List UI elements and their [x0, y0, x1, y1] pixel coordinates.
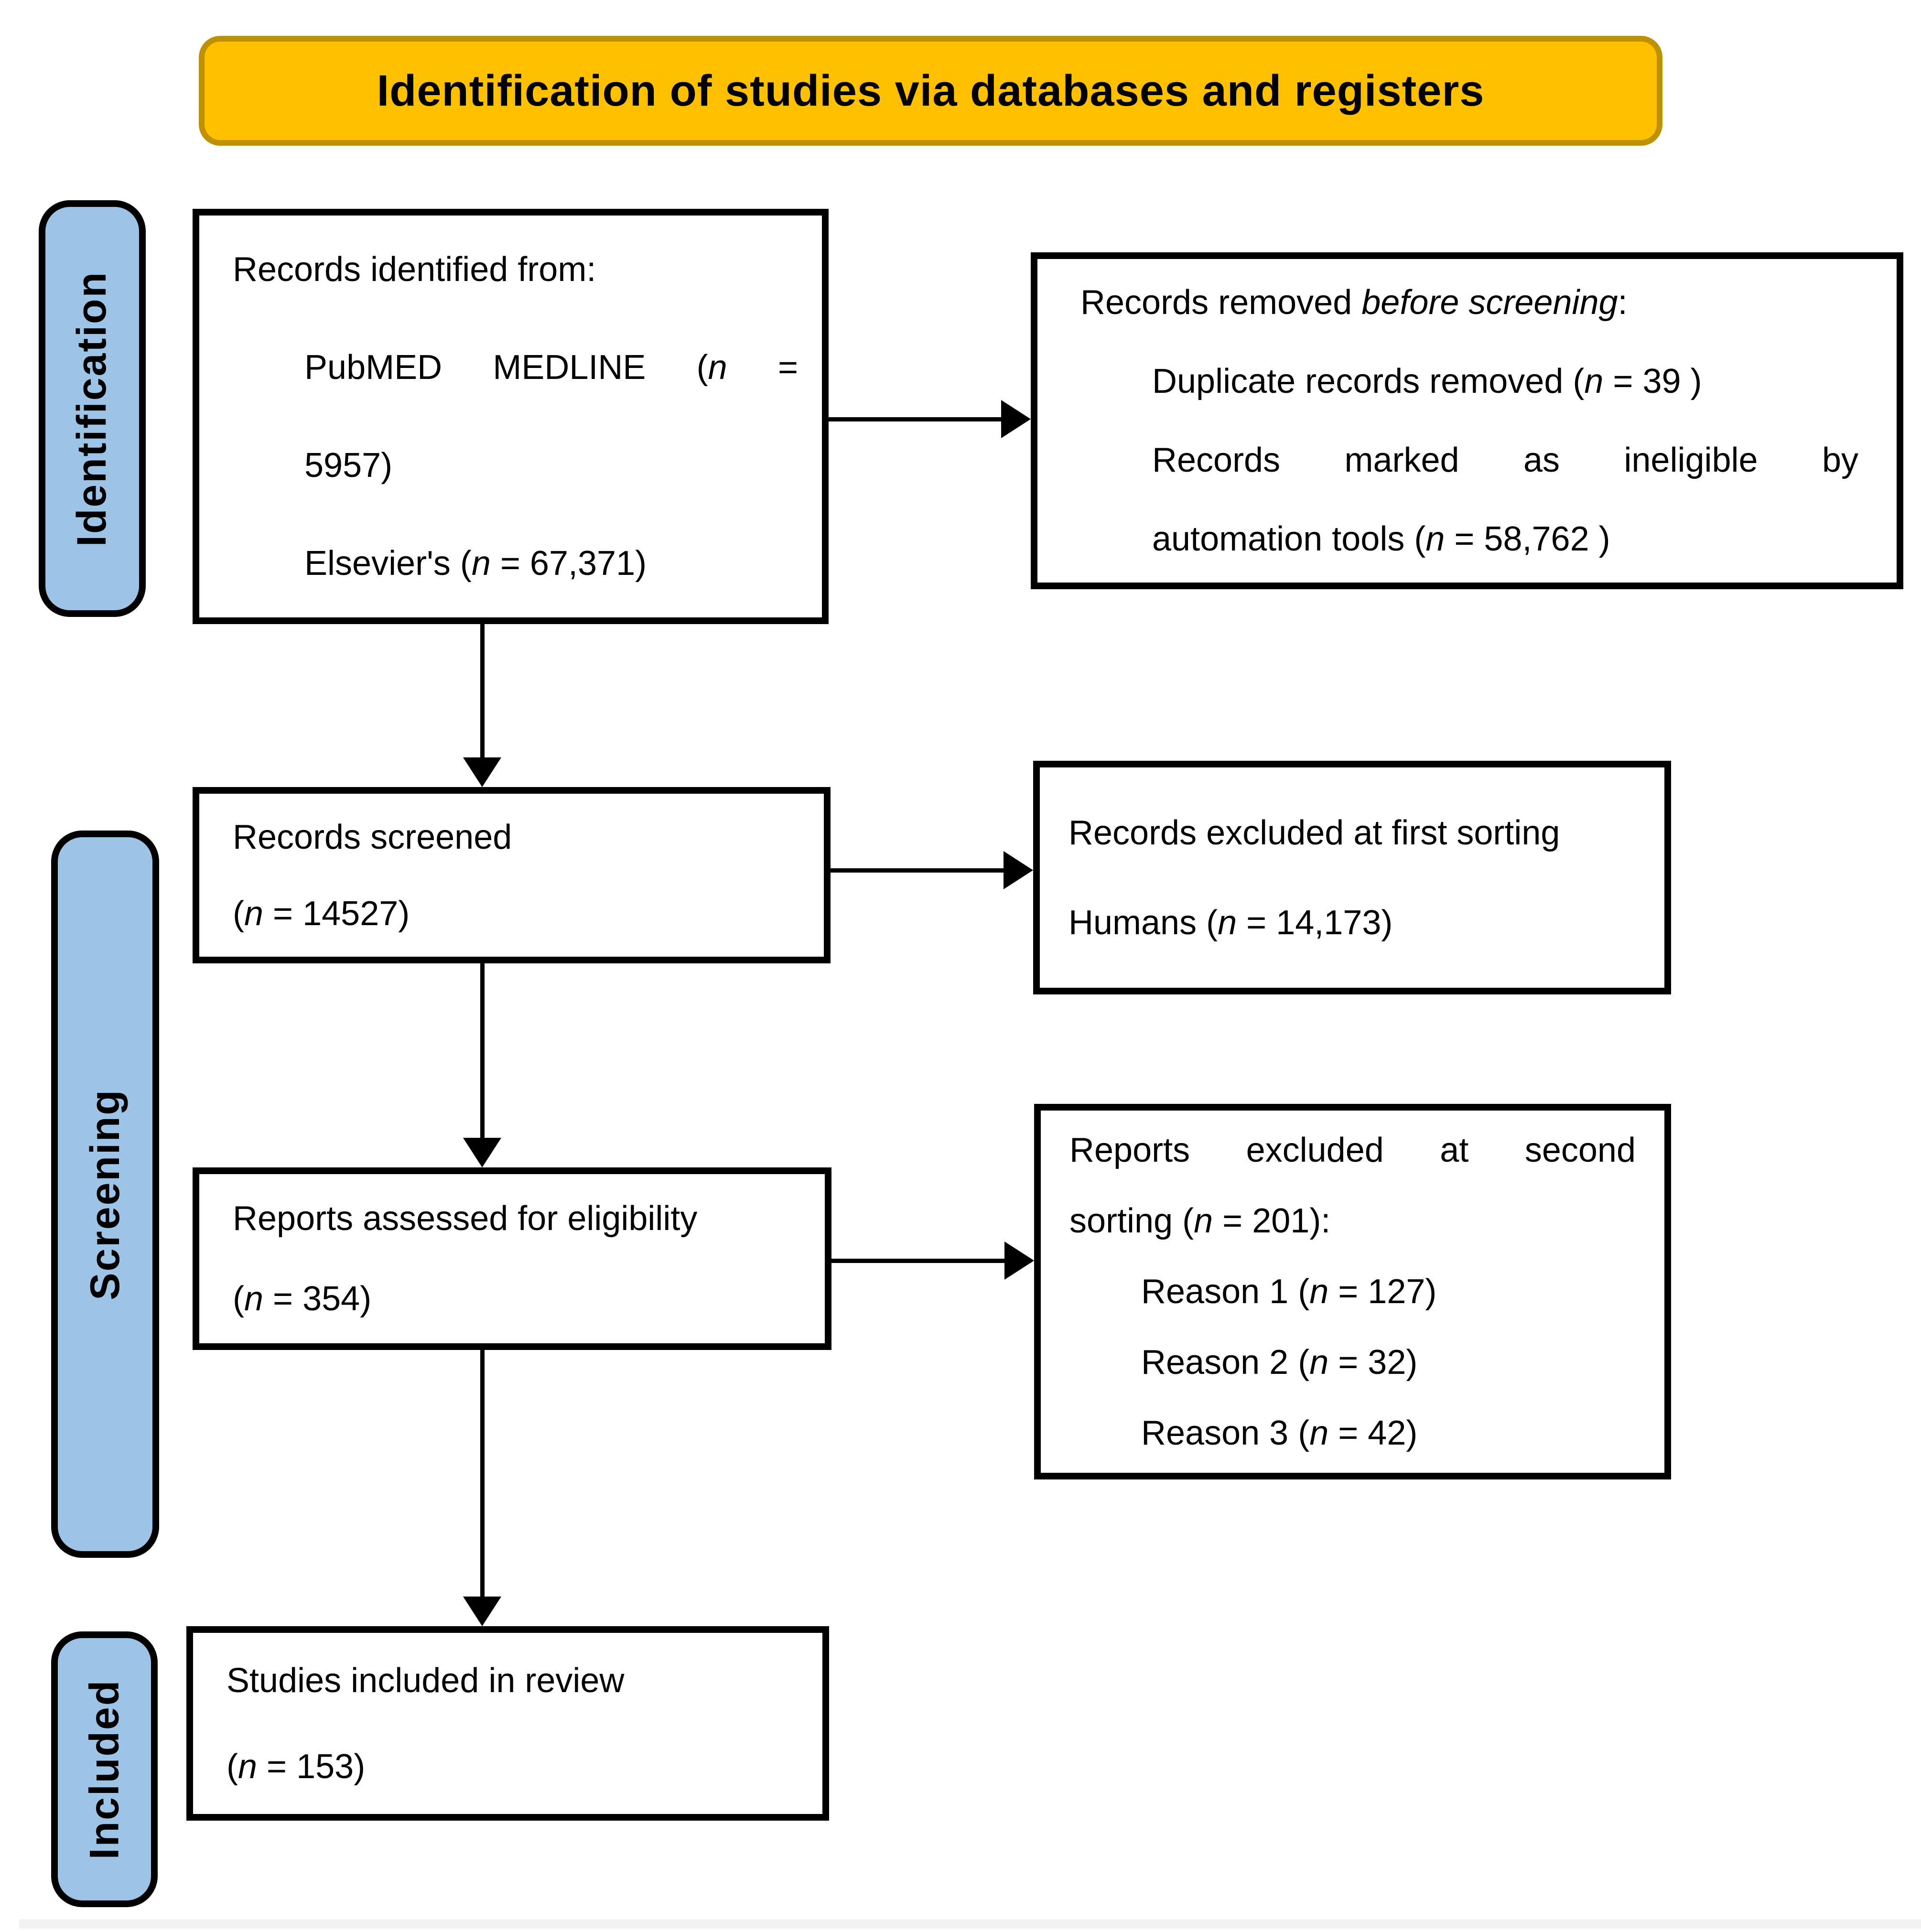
box-text: Studies included in review (n = 153) [227, 1638, 799, 1810]
text-line: sorting (n = 201): [1069, 1202, 1331, 1240]
text-line: Reports assessed for eligibility [233, 1199, 698, 1238]
text-line: (n = 354) [233, 1280, 372, 1318]
arrow-line [828, 417, 1003, 421]
arrow-identified-to-screened [463, 624, 501, 787]
arrow-screened-to-assessed [463, 963, 501, 1167]
text-line: Studies included in review [227, 1661, 625, 1700]
stage-label-identification: Identification [39, 200, 146, 617]
text-line: Records removed before screening: [1080, 283, 1628, 322]
arrow-screened-to-excluded-first [831, 851, 1033, 889]
text-line: Records excluded at first sorting [1068, 813, 1560, 852]
box-reports-assessed-for-eligibility: Reports assessed for eligibility (n = 354… [193, 1167, 831, 1350]
arrow-line [480, 624, 485, 759]
text-line: 5957) [304, 446, 393, 485]
arrow-identified-to-removed [828, 400, 1031, 438]
text-line: (n = 14527) [233, 894, 410, 933]
stage-label-text: Identification [69, 270, 115, 547]
box-text: Reports assessed for eligibility (n = 354… [233, 1178, 801, 1339]
text-line: Elsevier's (n = 67,371) [304, 544, 647, 583]
box-records-screened: Records screened (n = 14527) [193, 787, 831, 963]
arrow-line [480, 963, 485, 1140]
title-banner: Identification of studies via databases … [199, 36, 1662, 146]
text-line: automation tools (n = 58,762 ) [1152, 519, 1610, 558]
stage-label-screening: Screening [51, 831, 159, 1558]
stage-label-text: Screening [82, 1088, 128, 1300]
stage-label-text: Included [81, 1679, 128, 1860]
arrow-assessed-to-excluded-second [831, 1241, 1034, 1280]
stage-label-included: Included [51, 1631, 158, 1907]
text-line: Records identified from: [233, 250, 596, 289]
arrow-head-right-icon [1001, 400, 1031, 438]
box-studies-included-in-review: Studies included in review (n = 153) [186, 1626, 829, 1821]
box-records-removed-before-screening: Records removed before screening: Duplica… [1031, 252, 1903, 589]
page-bottom-strip [19, 1919, 1921, 1929]
arrow-line [831, 868, 1005, 873]
text-line: Reason 1 (n = 127) [1141, 1273, 1437, 1311]
arrow-head-down-icon [463, 757, 501, 787]
text-line: Humans (n = 14,173) [1068, 903, 1393, 942]
box-text: Records removed before screening: Duplica… [1080, 263, 1858, 579]
arrow-head-right-icon [1004, 1241, 1034, 1280]
text-line: (n = 153) [227, 1747, 366, 1786]
arrow-head-right-icon [1004, 851, 1033, 889]
text-line: Duplicate records removed (n = 39 ) [1152, 362, 1702, 400]
text-line: Records screened [233, 818, 512, 856]
arrow-assessed-to-included [463, 1350, 501, 1626]
arrow-head-down-icon [463, 1138, 501, 1167]
text-line: Reason 2 (n = 32) [1141, 1343, 1418, 1382]
arrow-line [480, 1350, 485, 1598]
arrow-line [831, 1259, 1006, 1263]
box-text: Records screened (n = 14527) [233, 799, 800, 952]
diagram-title: Identification of studies via databases … [377, 66, 1485, 115]
text-line: Reason 3 (n = 42) [1141, 1414, 1418, 1452]
arrow-head-down-icon [463, 1597, 501, 1626]
